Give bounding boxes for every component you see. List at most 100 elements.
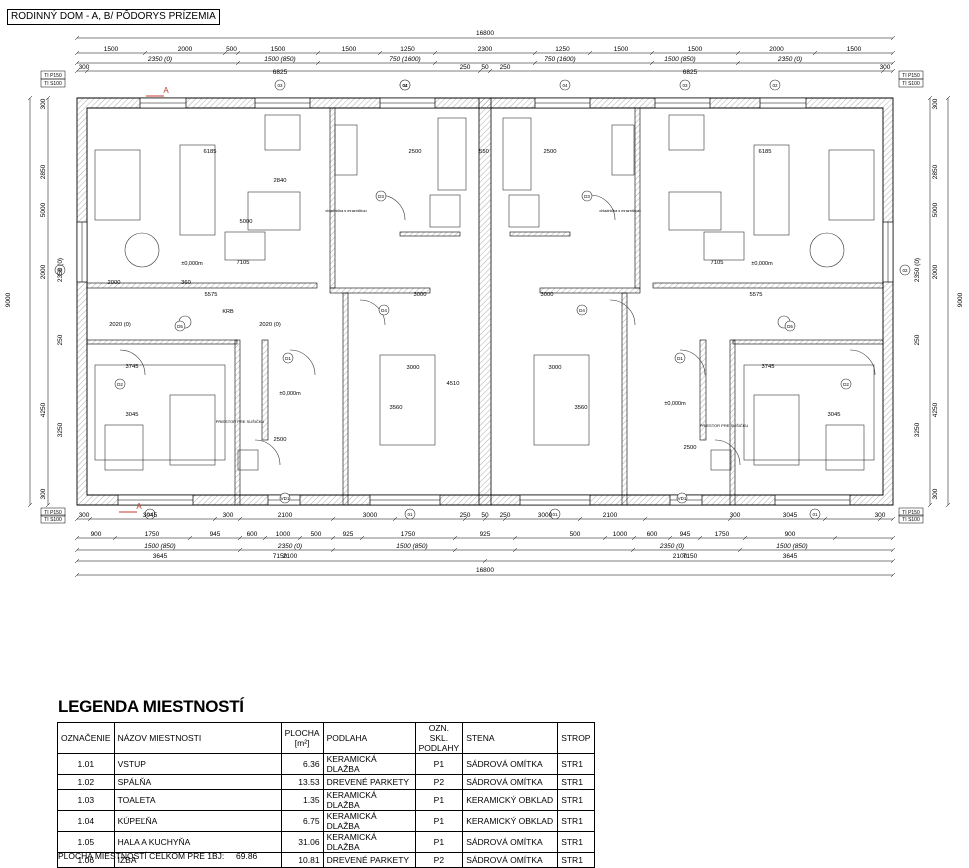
dimension-label: 3045 bbox=[828, 412, 841, 418]
dimension-label: 750 (1600) bbox=[389, 56, 420, 63]
interior-wall bbox=[261, 339, 269, 441]
dimension-tick bbox=[512, 535, 518, 541]
dimension-tick bbox=[432, 50, 438, 56]
cell-ceiling: STR1 bbox=[557, 789, 596, 811]
level-mark: TI P150 bbox=[902, 510, 920, 516]
dimension-label: 1750 bbox=[715, 531, 730, 538]
header-id: OZNAČENIE bbox=[57, 722, 115, 754]
dimension-tick bbox=[27, 95, 33, 101]
total-area: PLOCHA MIESTNOSTÍ CELKOM PRE 1BJ: 69.86 bbox=[58, 851, 257, 861]
header-code-2: PODLAHY bbox=[418, 743, 460, 753]
door-swing bbox=[254, 439, 281, 466]
cell-name: VSTUP bbox=[113, 753, 282, 775]
dimension-tick bbox=[74, 558, 80, 564]
fridge-label: chladnička s mrazničkou bbox=[325, 209, 366, 213]
dimension-label: 2000 bbox=[40, 264, 47, 279]
door-swing bbox=[679, 349, 706, 376]
dimension-label: 3745 bbox=[126, 364, 139, 370]
dimension-tick bbox=[315, 60, 321, 66]
window-tag-circle bbox=[279, 492, 291, 504]
dimension-tick bbox=[462, 516, 468, 522]
dimension-tick bbox=[237, 547, 243, 553]
cell-area: 6.75 bbox=[280, 810, 324, 832]
dimension-label: 2500 bbox=[409, 149, 422, 155]
dimension-label: 1500 bbox=[342, 46, 357, 53]
dimension-label: 1500 (850) bbox=[264, 56, 295, 63]
dimension-tick bbox=[877, 516, 883, 522]
bathtub bbox=[502, 117, 532, 191]
dimension-label: 3250 bbox=[914, 422, 921, 437]
dimension-tick bbox=[297, 535, 303, 541]
cell-wall: KERAMICKÝ OBKLAD bbox=[462, 810, 559, 832]
cell-wall: KERAMICKÝ OBKLAD bbox=[462, 789, 559, 811]
kitchen-counter bbox=[611, 124, 635, 176]
dimension-label: 2500 bbox=[544, 149, 557, 155]
dimension-label: 50 bbox=[481, 64, 489, 71]
dimension-label: 2350 (0) bbox=[659, 543, 684, 550]
dimension-tick bbox=[880, 68, 886, 74]
wardrobe bbox=[379, 354, 436, 446]
cell-ceiling: STR1 bbox=[557, 852, 596, 868]
level-mark: TI P150 bbox=[44, 73, 62, 79]
total-label: PLOCHA MIESTNOSTÍ CELKOM PRE 1BJ: bbox=[58, 851, 225, 861]
window-tag: D1 bbox=[677, 356, 683, 361]
dimension-tick bbox=[45, 502, 51, 508]
cell-area: 1.35 bbox=[280, 789, 324, 811]
dimension-tick bbox=[890, 547, 896, 553]
total-value: 69.86 bbox=[236, 851, 258, 861]
window-tag-circle bbox=[679, 79, 691, 91]
dimension-label: 3000 bbox=[549, 365, 562, 371]
dimension-tick bbox=[392, 516, 398, 522]
header-name: NÁZOV MIESTNOSTI bbox=[113, 722, 282, 754]
dimension-label: 2850 bbox=[40, 164, 47, 179]
sofa bbox=[94, 149, 141, 221]
dimension-tick bbox=[667, 535, 673, 541]
cell-area: 6.36 bbox=[280, 753, 324, 775]
window-tag: 04 bbox=[402, 83, 408, 88]
dimension-label: 2000 bbox=[178, 46, 193, 53]
sofa bbox=[828, 149, 875, 221]
level-zero-label: ±0,000m bbox=[181, 261, 203, 267]
dimension-tick bbox=[74, 60, 80, 66]
dimension-label: 250 bbox=[460, 64, 471, 71]
cell-code: P1 bbox=[414, 753, 464, 775]
dimension-tick bbox=[377, 50, 383, 56]
legend-title: LEGENDA MIESTNOSTÍ bbox=[58, 697, 244, 716]
level-mark-box bbox=[898, 78, 924, 88]
dimension-label: 1500 bbox=[614, 46, 629, 53]
dimension-label: 9000 bbox=[5, 292, 12, 307]
window-tag-circle bbox=[840, 378, 852, 390]
dimension-label: 925 bbox=[343, 531, 354, 538]
header-floor: PODLAHA bbox=[322, 722, 416, 754]
dimension-tick bbox=[74, 50, 80, 56]
cell-ceiling: STR1 bbox=[557, 831, 596, 853]
dimension-tick bbox=[890, 35, 896, 41]
dimension-tick bbox=[187, 535, 193, 541]
dimension-label: 3560 bbox=[575, 405, 588, 411]
cell-ceiling: STR1 bbox=[557, 753, 596, 775]
dimension-tick bbox=[945, 95, 951, 101]
dimension-label: 2100 bbox=[283, 553, 298, 560]
dining-table bbox=[247, 191, 301, 231]
dimension-tick bbox=[452, 547, 458, 553]
dimension-tick bbox=[330, 516, 336, 522]
dimension-tick bbox=[142, 50, 148, 56]
dimension-label: 1750 bbox=[145, 531, 160, 538]
dimension-tick bbox=[74, 35, 80, 41]
dimension-label: 6825 bbox=[683, 69, 698, 76]
window-tag-circle bbox=[399, 79, 411, 91]
fridge-label: chladnička s mrazničkou bbox=[599, 209, 640, 213]
dimension-tick bbox=[237, 516, 243, 522]
interior-wall bbox=[634, 107, 641, 289]
dimension-tick bbox=[890, 516, 896, 522]
window-tag-circle bbox=[769, 79, 781, 91]
window-tag-circle bbox=[549, 508, 561, 520]
header-ceiling: STROP bbox=[557, 722, 596, 754]
level-mark: TI S100 bbox=[902, 81, 920, 87]
door-swing bbox=[289, 349, 316, 376]
dimension-label: 2850 bbox=[932, 164, 939, 179]
